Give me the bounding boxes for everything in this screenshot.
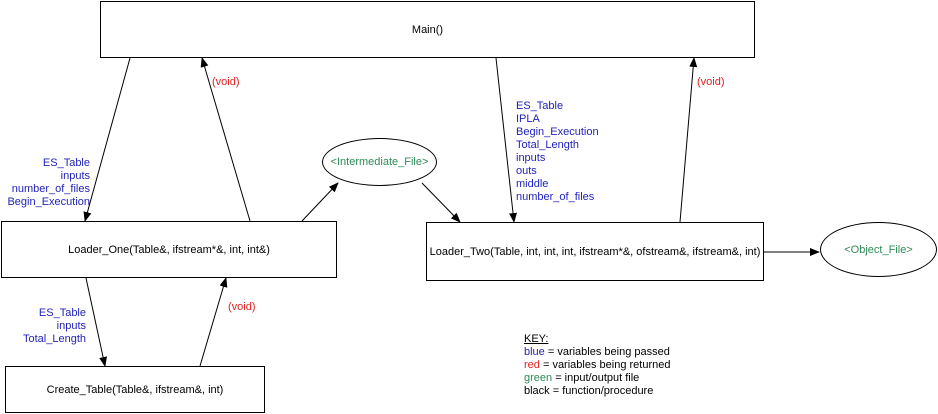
- object-file-label: <Object_File>: [844, 243, 913, 256]
- arrow-loader-one-to-create-table: [85, 277, 108, 367]
- legend-blue-desc: = variables being passed: [544, 346, 670, 358]
- legend-green-desc: = input/output file: [552, 372, 640, 384]
- loader-two-return-label: (void): [697, 76, 725, 88]
- loader-one-to-create-table-params: ES_Table inputs Total_Length: [4, 307, 86, 346]
- legend-key: KEY: blue = variables being passed red =…: [524, 333, 670, 398]
- main-function-label: Main(): [411, 23, 444, 36]
- legend-row-returned: red = variables being returned: [524, 359, 670, 372]
- loader-one-function-box[interactable]: Loader_One(Table&, ifstream*&, int, int&…: [1, 221, 337, 278]
- intermediate-file-node[interactable]: <Intermediate_File>: [322, 138, 437, 186]
- arrow-main-to-loader-one: [83, 57, 131, 222]
- param-label: inputs: [516, 152, 546, 164]
- arrow-loader-one-to-intermediate-file: [301, 182, 339, 222]
- param-label: ES_Table: [516, 100, 564, 112]
- legend-title: KEY:: [524, 333, 549, 345]
- legend-row-passed: blue = variables being passed: [524, 346, 670, 359]
- legend-row-function: black = function/procedure: [524, 385, 670, 398]
- param-label: ES_Table: [38, 307, 86, 319]
- legend-row-file: green = input/output file: [524, 372, 670, 385]
- main-to-loader-two-params: ES_Table IPLA Begin_Execution Total_Leng…: [516, 100, 599, 204]
- param-label: Total_Length: [516, 139, 579, 151]
- param-label: number_of_files: [11, 183, 90, 195]
- param-label: number_of_files: [516, 191, 595, 203]
- arrow-main-to-loader-two: [495, 57, 517, 223]
- loader-one-return-label: (void): [212, 76, 240, 88]
- param-label: Begin_Execution: [7, 196, 90, 208]
- create-table-function-box[interactable]: Create_Table(Table&, ifstream&, int): [5, 366, 265, 413]
- legend-green-word: green: [524, 372, 553, 384]
- arrow-loader-two-to-main: [679, 57, 698, 223]
- arrow-create-table-to-loader-one: [199, 277, 228, 367]
- legend-black-word: black: [524, 385, 550, 397]
- param-label: IPLA: [516, 113, 540, 125]
- intermediate-file-label: <Intermediate_File>: [330, 156, 429, 168]
- param-label: Total_Length: [23, 333, 86, 345]
- object-file-node[interactable]: <Object_File>: [820, 222, 937, 277]
- arrow-intermediate-file-to-loader-two: [421, 182, 461, 223]
- create-table-return-label: (void): [228, 301, 256, 313]
- param-label: ES_Table: [42, 157, 90, 169]
- legend-red-desc: = variables being returned: [539, 359, 671, 371]
- loader-two-function-label: Loader_Two(Table, int, int, int, ifstrea…: [429, 245, 761, 258]
- create-table-function-label: Create_Table(Table&, ifstream&, int): [46, 383, 224, 396]
- param-label: inputs: [56, 320, 86, 332]
- param-label: outs: [516, 165, 537, 177]
- legend-red-word: red: [524, 359, 540, 371]
- main-function-box[interactable]: Main(): [100, 1, 755, 58]
- loader-one-function-label: Loader_One(Table&, ifstream*&, int, int&…: [68, 243, 270, 256]
- legend-blue-word: blue: [524, 346, 545, 358]
- legend-black-desc: = function/procedure: [549, 385, 654, 397]
- param-label: Begin_Execution: [516, 126, 599, 138]
- param-label: middle: [516, 178, 549, 190]
- main-to-loader-one-params: ES_Table inputs number_of_files Begin_Ex…: [4, 157, 90, 209]
- arrow-loader-one-to-main: [200, 57, 251, 222]
- param-label: inputs: [60, 170, 90, 182]
- loader-two-function-box[interactable]: Loader_Two(Table, int, int, int, ifstrea…: [426, 222, 764, 281]
